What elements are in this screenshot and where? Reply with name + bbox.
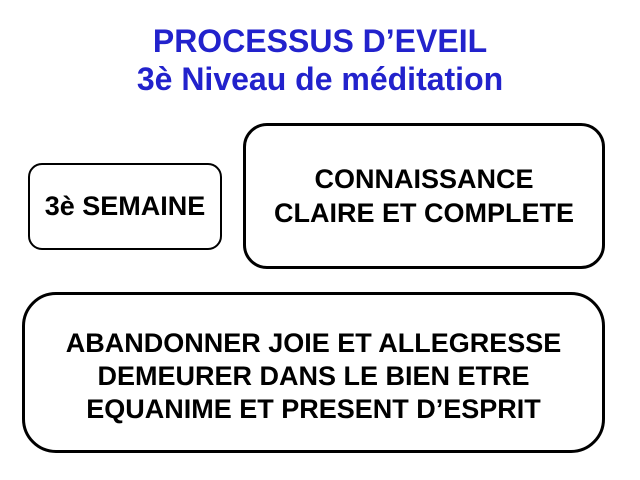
slide-title: PROCESSUS D’EVEIL 3è Niveau de méditatio… [0, 22, 640, 98]
box-semaine: 3è SEMAINE [28, 163, 222, 250]
box-semaine-text: 3è SEMAINE [44, 191, 206, 221]
box-abandonner-line1: ABANDONNER JOIE ET ALLEGRESSE [65, 328, 562, 358]
box-abandonner-line2: DEMEURER DANS LE BIEN ETRE [97, 361, 530, 391]
box-abandonner-line3: EQUANIME ET PRESENT D’ESPRIT [86, 394, 541, 424]
box-connaissance-line1: CONNAISSANCE [314, 164, 534, 194]
box-connaissance-line2: CLAIRE ET COMPLETE [273, 198, 574, 228]
box-connaissance: CONNAISSANCE CLAIRE ET COMPLETE [243, 123, 605, 269]
slide-title-line1: PROCESSUS D’EVEIL [152, 23, 488, 59]
box-abandonner: ABANDONNER JOIE ET ALLEGRESSE DEMEURER D… [22, 292, 605, 453]
slide-title-line2: 3è Niveau de méditation [136, 61, 504, 97]
